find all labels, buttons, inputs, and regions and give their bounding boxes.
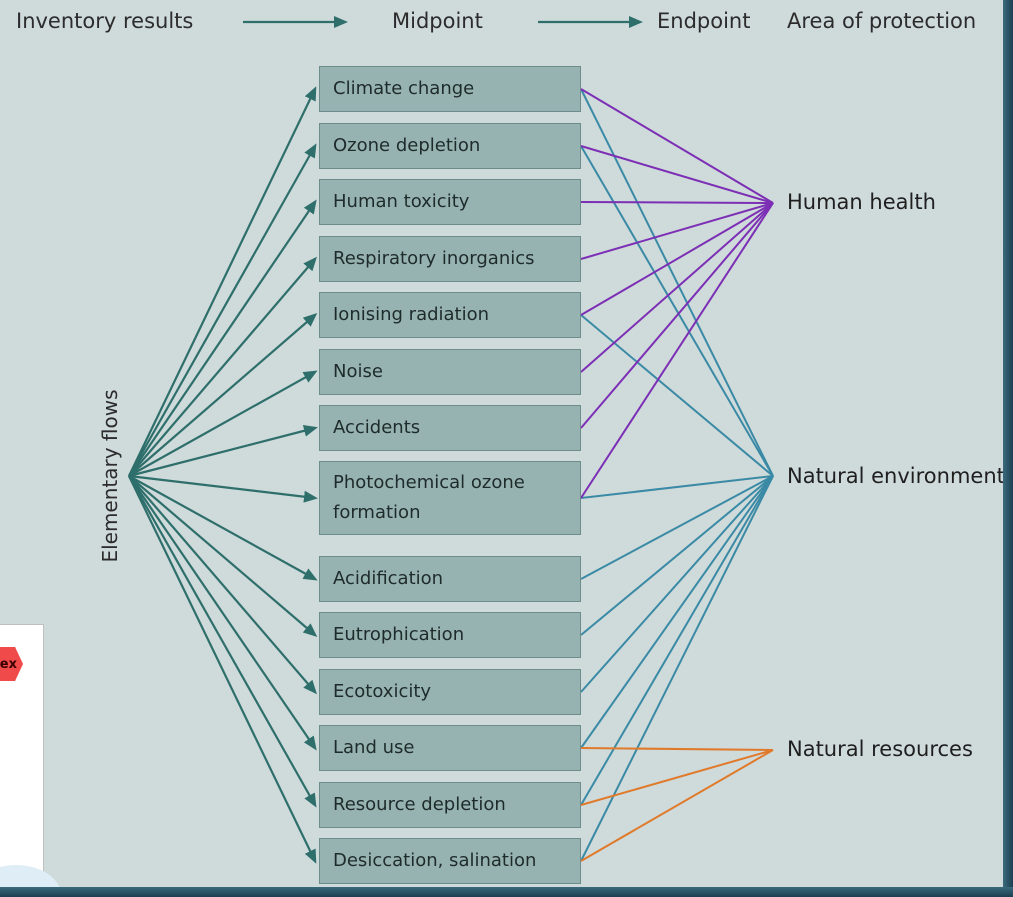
flow-arrow xyxy=(128,313,318,477)
link-natural-environment xyxy=(580,475,774,693)
flow-arrow xyxy=(128,143,317,477)
midpoint-label: Ozone depletion xyxy=(333,135,481,156)
endpoint-links xyxy=(580,88,774,862)
flow-arrow xyxy=(128,474,318,503)
flow-arrow xyxy=(128,256,317,477)
link-natural-environment xyxy=(580,145,774,477)
flow-arrow xyxy=(128,86,317,477)
midpoint-box: Human toxicity xyxy=(319,179,581,225)
midpoint-box: Eutrophication xyxy=(319,612,581,658)
link-natural-resources xyxy=(580,747,774,751)
elementary-flows-label: Elementary flows xyxy=(98,389,122,563)
link-natural-environment xyxy=(580,475,774,862)
link-human-health xyxy=(580,201,774,204)
midpoint-label: Resource depletion xyxy=(333,794,506,815)
midpoint-box: Ozone depletion xyxy=(319,123,581,169)
midpoint-box: Desiccation, salination xyxy=(319,838,581,884)
flow-arrow xyxy=(128,475,318,581)
flow-arrow xyxy=(128,475,317,808)
link-natural-resources xyxy=(580,749,774,806)
midpoint-label: Ionising radiation xyxy=(333,304,490,325)
header-area-of-protection: Area of protection xyxy=(787,9,977,33)
midpoint-box: Acidification xyxy=(319,556,581,602)
midpoint-label: Ecotoxicity xyxy=(333,681,432,702)
midpoint-label: formation xyxy=(333,502,421,523)
link-natural-environment xyxy=(580,475,774,499)
header-row: Inventory results Midpoint Endpoint Area… xyxy=(0,0,1003,46)
endpoint-human-health: Human health xyxy=(787,190,936,214)
midpoint-box: Photochemical ozone formation xyxy=(319,461,581,535)
link-human-health xyxy=(580,202,774,316)
midpoint-box: Land use xyxy=(319,725,581,771)
link-natural-environment xyxy=(580,475,774,806)
midpoint-box: Respiratory inorganics xyxy=(319,236,581,282)
midpoint-box: Resource depletion xyxy=(319,782,581,828)
link-natural-environment xyxy=(580,475,774,580)
midpoint-label: Accidents xyxy=(333,417,421,438)
link-natural-environment xyxy=(580,475,774,749)
link-human-health xyxy=(580,88,774,204)
midpoint-box: Climate change xyxy=(319,66,581,112)
link-human-health xyxy=(580,145,774,204)
midpoint-label: Acidification xyxy=(333,568,444,589)
endpoint-natural-resources: Natural resources xyxy=(787,737,973,761)
midpoint-label: Photochemical ozone xyxy=(333,472,525,493)
overlapping-thumbnail[interactable]: ex xyxy=(0,624,61,897)
midpoint-label: Human toxicity xyxy=(333,191,470,212)
link-human-health xyxy=(580,202,774,373)
header-midpoint: Midpoint xyxy=(392,9,483,33)
flow-arrow xyxy=(128,370,318,477)
link-natural-resources xyxy=(580,749,774,862)
midpoint-label: Land use xyxy=(333,737,415,758)
link-human-health xyxy=(580,202,774,260)
flow-arrow xyxy=(128,475,317,864)
frame-shadow-right xyxy=(1003,0,1013,897)
flow-arrow xyxy=(128,199,317,477)
midpoint-box: Noise xyxy=(319,349,581,395)
flow-arrow xyxy=(128,424,318,478)
midpoint-label: Eutrophication xyxy=(333,624,465,645)
midpoint-label: Respiratory inorganics xyxy=(333,248,535,269)
link-human-health xyxy=(580,202,774,499)
endpoint-natural-environment: Natural environment xyxy=(787,464,1005,488)
header-inventory-results: Inventory results xyxy=(16,9,194,33)
header-endpoint: Endpoint xyxy=(657,9,751,33)
flow-arrow xyxy=(128,475,317,695)
midpoint-label: Climate change xyxy=(333,78,475,99)
midpoint-box: Ionising radiation xyxy=(319,292,581,338)
midpoint-box: Accidents xyxy=(319,405,581,451)
link-human-health xyxy=(580,202,774,429)
diagram-connections xyxy=(128,16,774,864)
link-natural-environment xyxy=(580,314,774,477)
link-natural-environment xyxy=(580,475,774,636)
frame-shadow-bottom xyxy=(0,887,1013,897)
elementary-flow-arrows xyxy=(128,86,318,864)
midpoint-label: Noise xyxy=(333,361,383,382)
flow-arrow xyxy=(128,475,318,637)
link-natural-environment xyxy=(580,88,774,477)
flow-arrow xyxy=(128,475,317,751)
midpoint-box: Ecotoxicity xyxy=(319,669,581,715)
thumbnail-badge: ex xyxy=(0,647,23,681)
midpoint-label: Desiccation, salination xyxy=(333,850,537,871)
